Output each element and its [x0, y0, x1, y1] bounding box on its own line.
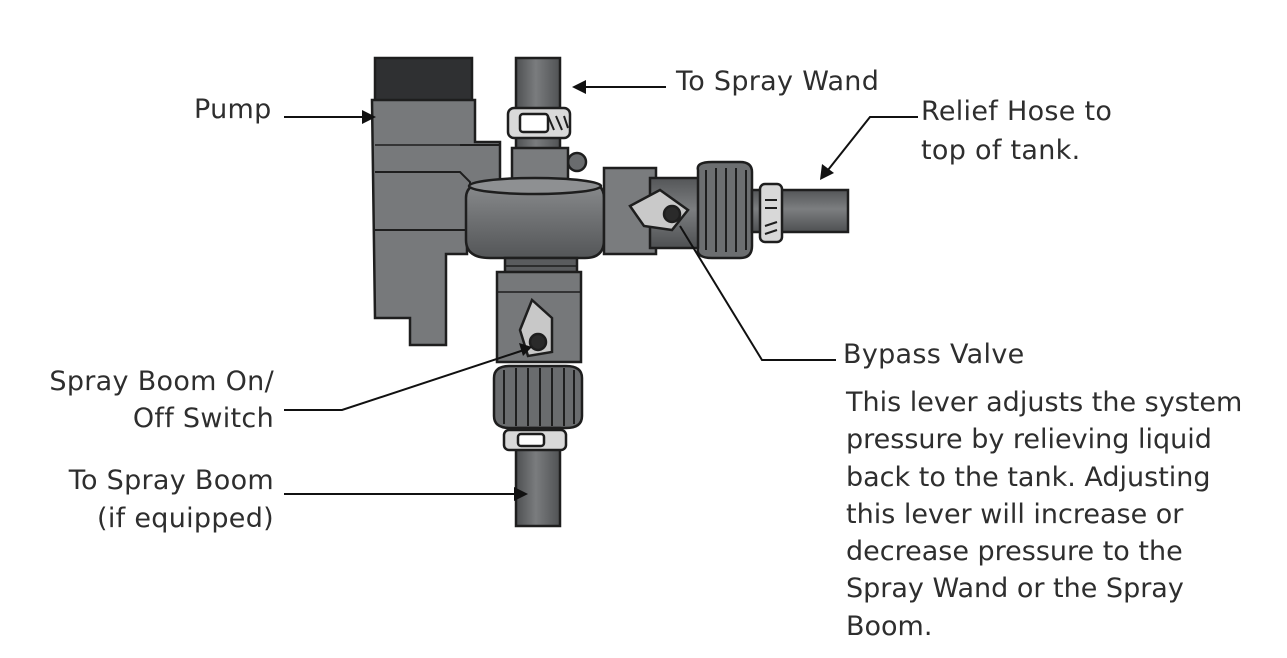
label-boom-switch-line1: Spray Boom On/ [49, 366, 274, 397]
label-boom-switch-line2: Off Switch [132, 403, 274, 434]
boom-switch-assembly [492, 270, 584, 528]
boom-switch-arrowhead [519, 343, 532, 356]
label-spray-wand: To Spray Wand [676, 66, 880, 97]
pump-arrowhead [362, 110, 376, 124]
label-relief-hose-line2: top of tank. [921, 135, 1081, 166]
label-spray-boom-line2: (if equipped) [97, 503, 274, 534]
spray-wand-arrowhead [572, 80, 586, 94]
label-spray-boom-line1: To Spray Boom [68, 465, 274, 496]
boom-switch-leader [284, 349, 525, 411]
label-bypass-valve: Bypass Valve [843, 339, 1025, 370]
relief-hose-leader [827, 116, 918, 171]
leader-arrowheads [362, 80, 834, 501]
leader-lines [284, 86, 918, 495]
label-pump: Pump [194, 94, 272, 125]
label-relief-hose-line1: Relief Hose to [921, 96, 1113, 127]
relief-hose-arrowhead [820, 164, 834, 180]
spray-boom-arrowhead [514, 487, 528, 501]
bypass-valve-description: This lever adjusts the system pressure b… [846, 387, 1243, 642]
bypass-valve-leader [679, 225, 836, 361]
pump-body [370, 56, 502, 347]
bypass-valve-assembly [602, 160, 850, 260]
